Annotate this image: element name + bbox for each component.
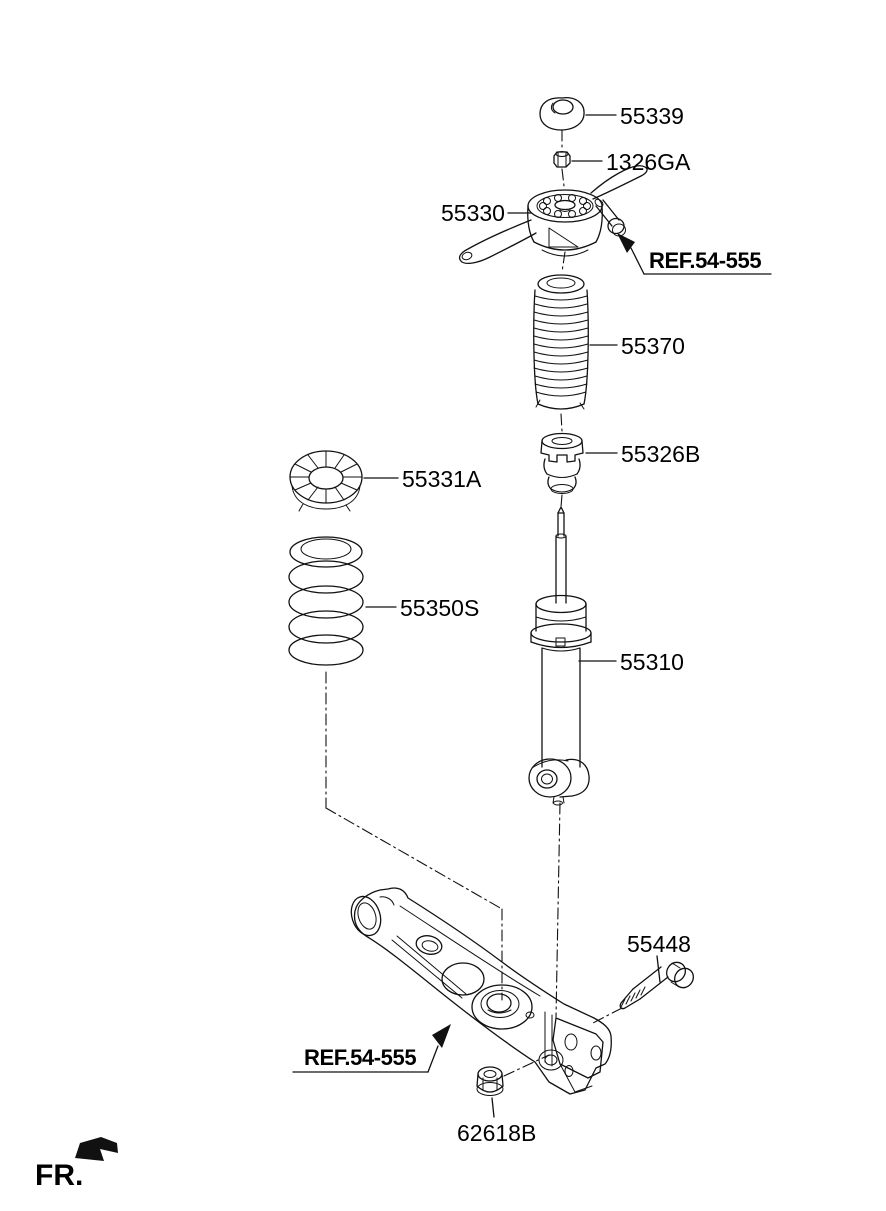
strut-mount-drawing (458, 165, 648, 264)
front-direction-arrow (75, 1137, 118, 1161)
part-label-dust-cover[interactable]: 55370 (621, 333, 685, 359)
center-lines (325, 129, 623, 1077)
part-label-cap[interactable]: 55339 (620, 103, 684, 129)
ref-arm-callout (292, 1024, 451, 1073)
ref-label-strut[interactable]: REF.54-555 (649, 248, 762, 273)
front-marker-label: FR. (35, 1159, 83, 1192)
part-label-shock-absorber[interactable]: 55310 (620, 649, 684, 675)
part-label-arm-bolt[interactable]: 55448 (627, 931, 691, 957)
ref-label-arm[interactable]: REF.54-555 (304, 1045, 417, 1070)
cap-drawing (539, 97, 585, 131)
dust-cover-drawing (533, 274, 589, 410)
shock-absorber-drawing (528, 506, 592, 806)
arm-nut-drawing (476, 1066, 504, 1096)
upper-nut-drawing (553, 151, 571, 168)
part-label-bump-stopper[interactable]: 55326B (621, 441, 700, 467)
arm-bolt-drawing (619, 961, 694, 1010)
spring-pad-drawing (289, 450, 363, 512)
mount-bolt-drawing (594, 198, 626, 237)
part-label-spring-pad[interactable]: 55331A (402, 466, 482, 492)
ref-strut-callout (617, 233, 772, 275)
lower-arm-drawing (350, 887, 612, 1095)
part-label-flange-nut[interactable]: 62618B (457, 1120, 536, 1146)
coil-spring-drawing (288, 536, 364, 666)
part-label-strut-mount[interactable]: 55330 (441, 200, 505, 226)
leader-lines (363, 114, 661, 1118)
bump-stopper-drawing (540, 432, 584, 494)
part-label-coil-spring[interactable]: 55350S (400, 595, 479, 621)
part-label-upper-nut[interactable]: 1326GA (606, 149, 691, 175)
